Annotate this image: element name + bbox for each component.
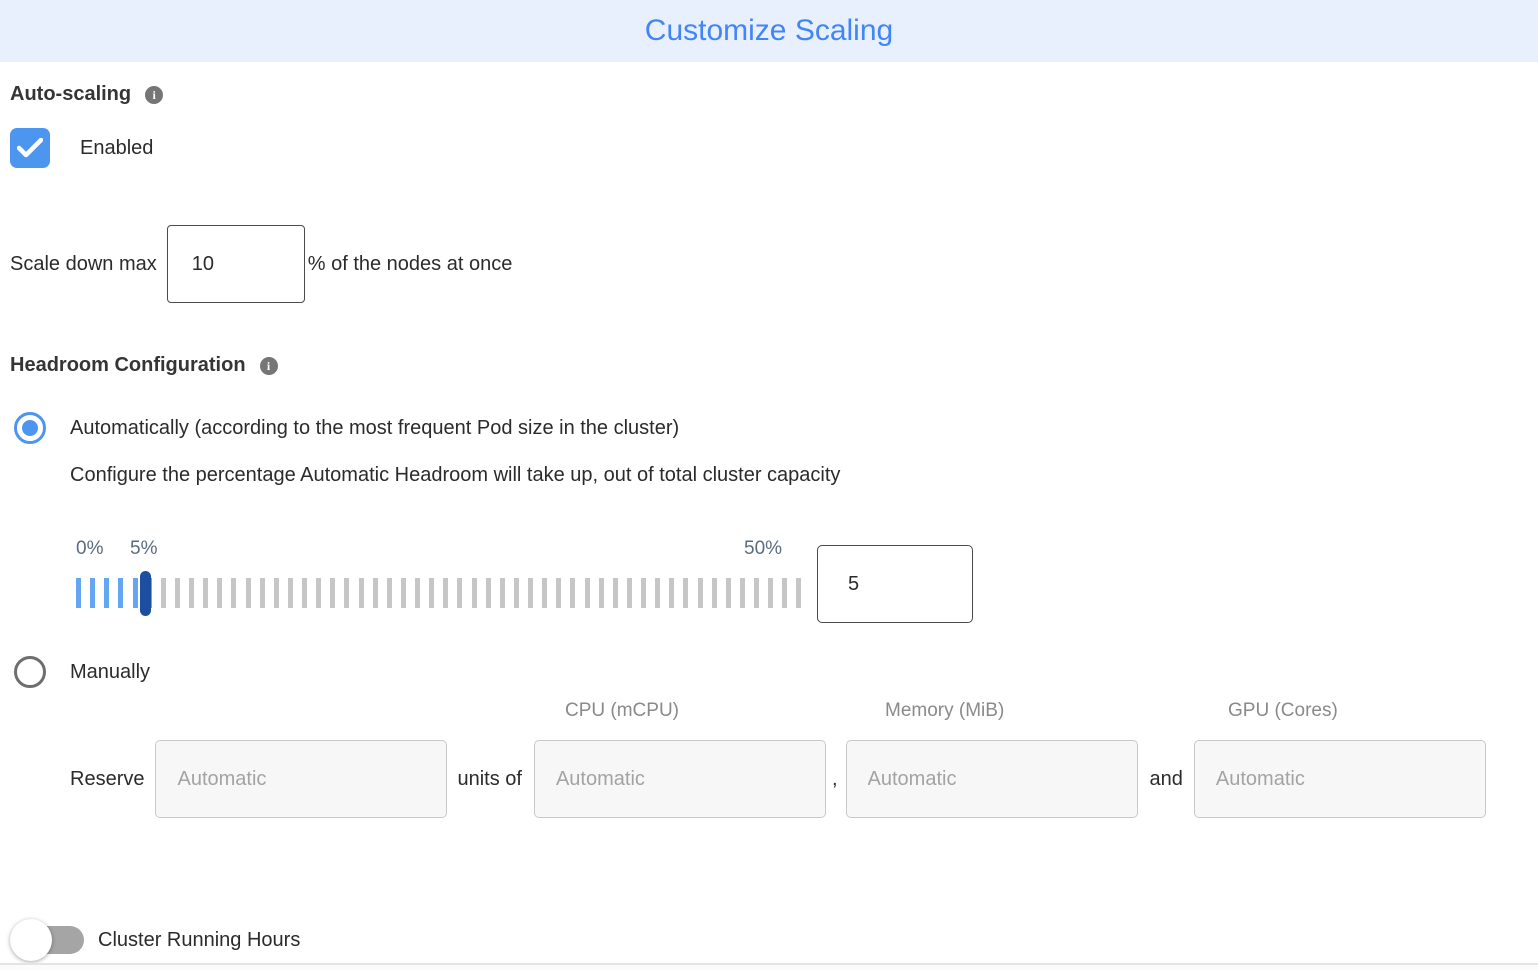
slider-tick[interactable] [471, 578, 477, 608]
reserve-cpu-input[interactable] [533, 740, 826, 818]
slider-tick[interactable] [203, 578, 209, 608]
radio-dot [22, 420, 38, 436]
cluster-running-hours-toggle[interactable] [10, 919, 86, 961]
scale-down-prefix: Scale down max [10, 252, 157, 275]
slider-tick[interactable] [499, 578, 505, 608]
slider-tick[interactable] [76, 578, 81, 608]
and-label: and [1149, 767, 1183, 790]
headroom-slider-handle[interactable] [140, 571, 151, 616]
slider-current-label: 5% [130, 538, 158, 559]
bottom-divider [0, 963, 1538, 970]
slider-tick[interactable] [711, 578, 717, 608]
slider-tick[interactable] [386, 578, 392, 608]
slider-tick[interactable] [287, 578, 293, 608]
gpu-column-header: GPU (Cores) [1228, 700, 1338, 721]
slider-tick[interactable] [697, 578, 703, 608]
scale-down-row: Scale down max % of the nodes at once [10, 225, 512, 303]
slider-tick[interactable] [189, 578, 194, 608]
slider-tick[interactable] [725, 578, 731, 608]
slider-tick[interactable] [104, 578, 110, 608]
scale-down-max-input[interactable] [166, 225, 305, 303]
slider-tick[interactable] [429, 578, 435, 608]
info-icon[interactable]: i [259, 356, 278, 375]
auto-scaling-label: Auto-scaling [10, 83, 132, 105]
slider-tick[interactable] [174, 578, 180, 608]
slider-tick[interactable] [132, 578, 138, 608]
cluster-running-hours-row: Cluster Running Hours [10, 919, 300, 961]
cpu-column-header: CPU (mCPU) [565, 700, 679, 721]
reserve-units-input[interactable] [155, 740, 448, 818]
slider-tick[interactable] [570, 578, 576, 608]
slider-min-label: 0% [76, 538, 104, 559]
headroom-section: Headroom Configuration i [10, 354, 278, 377]
headroom-manual-row: Manually [14, 656, 150, 688]
slider-tick[interactable] [782, 578, 788, 608]
slider-tick[interactable] [683, 578, 689, 608]
slider-tick[interactable] [231, 578, 237, 608]
slider-tick[interactable] [160, 578, 166, 608]
automatic-radio-label: Automatically (according to the most fre… [70, 416, 680, 439]
slider-tick[interactable] [273, 578, 279, 608]
reserve-label: Reserve [70, 767, 145, 790]
units-of-label: units of [457, 767, 522, 790]
slider-tick[interactable] [90, 578, 96, 608]
slider-tick[interactable] [302, 578, 307, 608]
slider-tick[interactable] [556, 578, 562, 608]
slider-tick[interactable] [739, 578, 745, 608]
reserve-memory-input[interactable] [845, 740, 1138, 818]
slider-tick[interactable] [612, 578, 618, 608]
slider-max-label: 50% [744, 538, 783, 559]
slider-tick[interactable] [217, 578, 223, 608]
info-icon[interactable]: i [145, 85, 164, 104]
headroom-configuration-label: Headroom Configuration [10, 354, 246, 376]
slider-tick[interactable] [655, 578, 661, 608]
toggle-knob [10, 919, 52, 961]
comma-separator: , [831, 767, 838, 790]
slider-tick[interactable] [316, 578, 322, 608]
automatic-radio[interactable] [14, 412, 46, 444]
page-title: Customize Scaling [644, 14, 894, 47]
slider-tick[interactable] [330, 578, 336, 608]
slider-tick[interactable] [344, 578, 350, 608]
slider-tick[interactable] [542, 578, 548, 608]
slider-tick[interactable] [372, 578, 378, 608]
auto-scaling-enabled-row: Enabled [10, 128, 153, 168]
slider-tick[interactable] [513, 578, 519, 608]
slider-tick[interactable] [245, 578, 251, 608]
slider-tick[interactable] [358, 578, 364, 608]
slider-tick[interactable] [598, 578, 604, 608]
slider-tick[interactable] [626, 578, 632, 608]
slider-tick[interactable] [669, 578, 675, 608]
cluster-running-hours-label: Cluster Running Hours [98, 928, 301, 951]
slider-tick[interactable] [768, 578, 774, 608]
slider-tick[interactable] [528, 578, 533, 608]
headroom-slider-ticks[interactable] [76, 578, 802, 608]
memory-column-header: Memory (MiB) [885, 700, 1005, 721]
enabled-label: Enabled [80, 136, 154, 159]
slider-tick[interactable] [259, 578, 265, 608]
panel-header: Customize Scaling [0, 0, 1538, 62]
headroom-percentage-input[interactable] [817, 545, 973, 623]
manually-radio-label: Manually [70, 660, 151, 683]
slider-tick[interactable] [584, 578, 590, 608]
slider-tick[interactable] [754, 578, 759, 608]
slider-tick[interactable] [457, 578, 463, 608]
auto-scaling-enabled-checkbox[interactable] [10, 128, 50, 168]
slider-tick[interactable] [796, 578, 802, 608]
reserve-row: Reserve units of , and [70, 740, 1486, 818]
headroom-automatic-row: Automatically (according to the most fre… [14, 412, 679, 444]
auto-scaling-section: Auto-scaling i [10, 83, 164, 106]
scale-down-suffix: % of the nodes at once [307, 252, 513, 275]
automatic-headroom-description: Configure the percentage Automatic Headr… [70, 464, 841, 486]
slider-tick[interactable] [118, 578, 124, 608]
slider-tick[interactable] [443, 578, 449, 608]
manually-radio[interactable] [14, 656, 46, 688]
slider-tick[interactable] [415, 578, 420, 608]
slider-tick[interactable] [641, 578, 646, 608]
slider-tick[interactable] [400, 578, 406, 608]
checkmark-icon [17, 138, 43, 158]
reserve-gpu-input[interactable] [1193, 740, 1486, 818]
slider-tick[interactable] [485, 578, 491, 608]
